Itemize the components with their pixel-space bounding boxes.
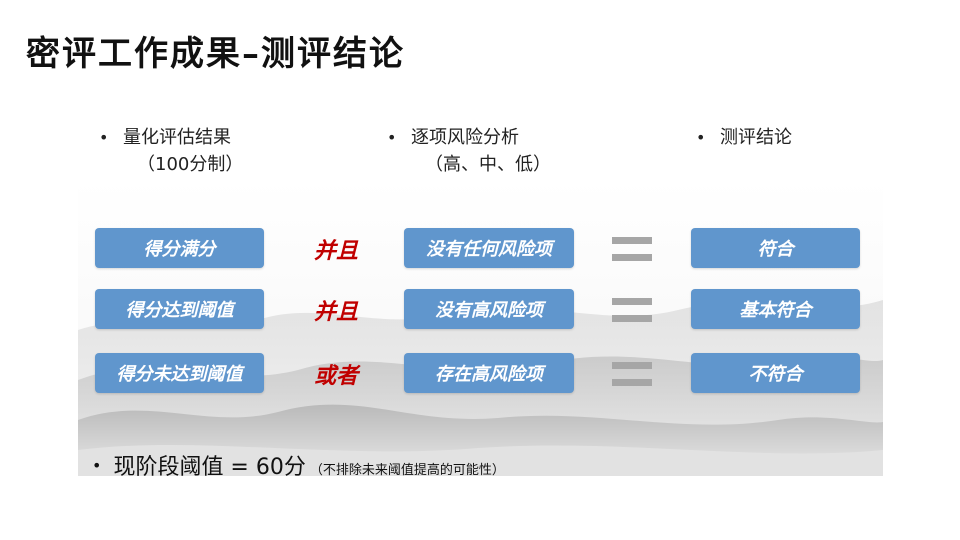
score-box: 得分满分 [95, 228, 264, 268]
risk-box: 存在高风险项 [404, 353, 574, 393]
operator-label: 并且 [286, 233, 386, 265]
column-header-conclusion: • 测评结论 [720, 124, 792, 151]
column-header-line2: （高、中、低） [411, 151, 551, 178]
bullet-icon: • [92, 456, 101, 475]
threshold-footnote: （不排除未来阈值提高的可能性） [310, 463, 505, 478]
page-title: 密评工作成果–测评结论 [26, 26, 405, 75]
result-box: 基本符合 [691, 289, 860, 329]
operator-label: 或者 [286, 358, 386, 390]
bullet-icon: • [387, 124, 396, 151]
result-box: 符合 [691, 228, 860, 268]
bullet-icon: • [99, 124, 108, 151]
threshold-text: 现阶段阈值 = 60分 [113, 455, 305, 480]
result-box: 不符合 [691, 353, 860, 393]
equals-icon [612, 362, 652, 387]
score-box: 得分未达到阈值 [95, 353, 264, 393]
column-header-line1: 逐项风险分析 [411, 127, 519, 148]
bullet-icon: • [696, 124, 705, 151]
risk-box: 没有任何风险项 [404, 228, 574, 268]
equals-icon [612, 237, 652, 262]
risk-box: 没有高风险项 [404, 289, 574, 329]
column-header-line1: 测评结论 [720, 127, 792, 148]
column-header-line2: （100分制） [123, 151, 243, 178]
equals-icon [612, 298, 652, 323]
threshold-note: • 现阶段阈值 = 60分 （不排除未来阈值提高的可能性） [92, 449, 505, 481]
column-header-quantitative: • 量化评估结果 （100分制） [123, 124, 243, 178]
column-header-risk-analysis: • 逐项风险分析 （高、中、低） [411, 124, 551, 178]
operator-label: 并且 [286, 294, 386, 326]
column-header-line1: 量化评估结果 [123, 127, 231, 148]
score-box: 得分达到阈值 [95, 289, 264, 329]
